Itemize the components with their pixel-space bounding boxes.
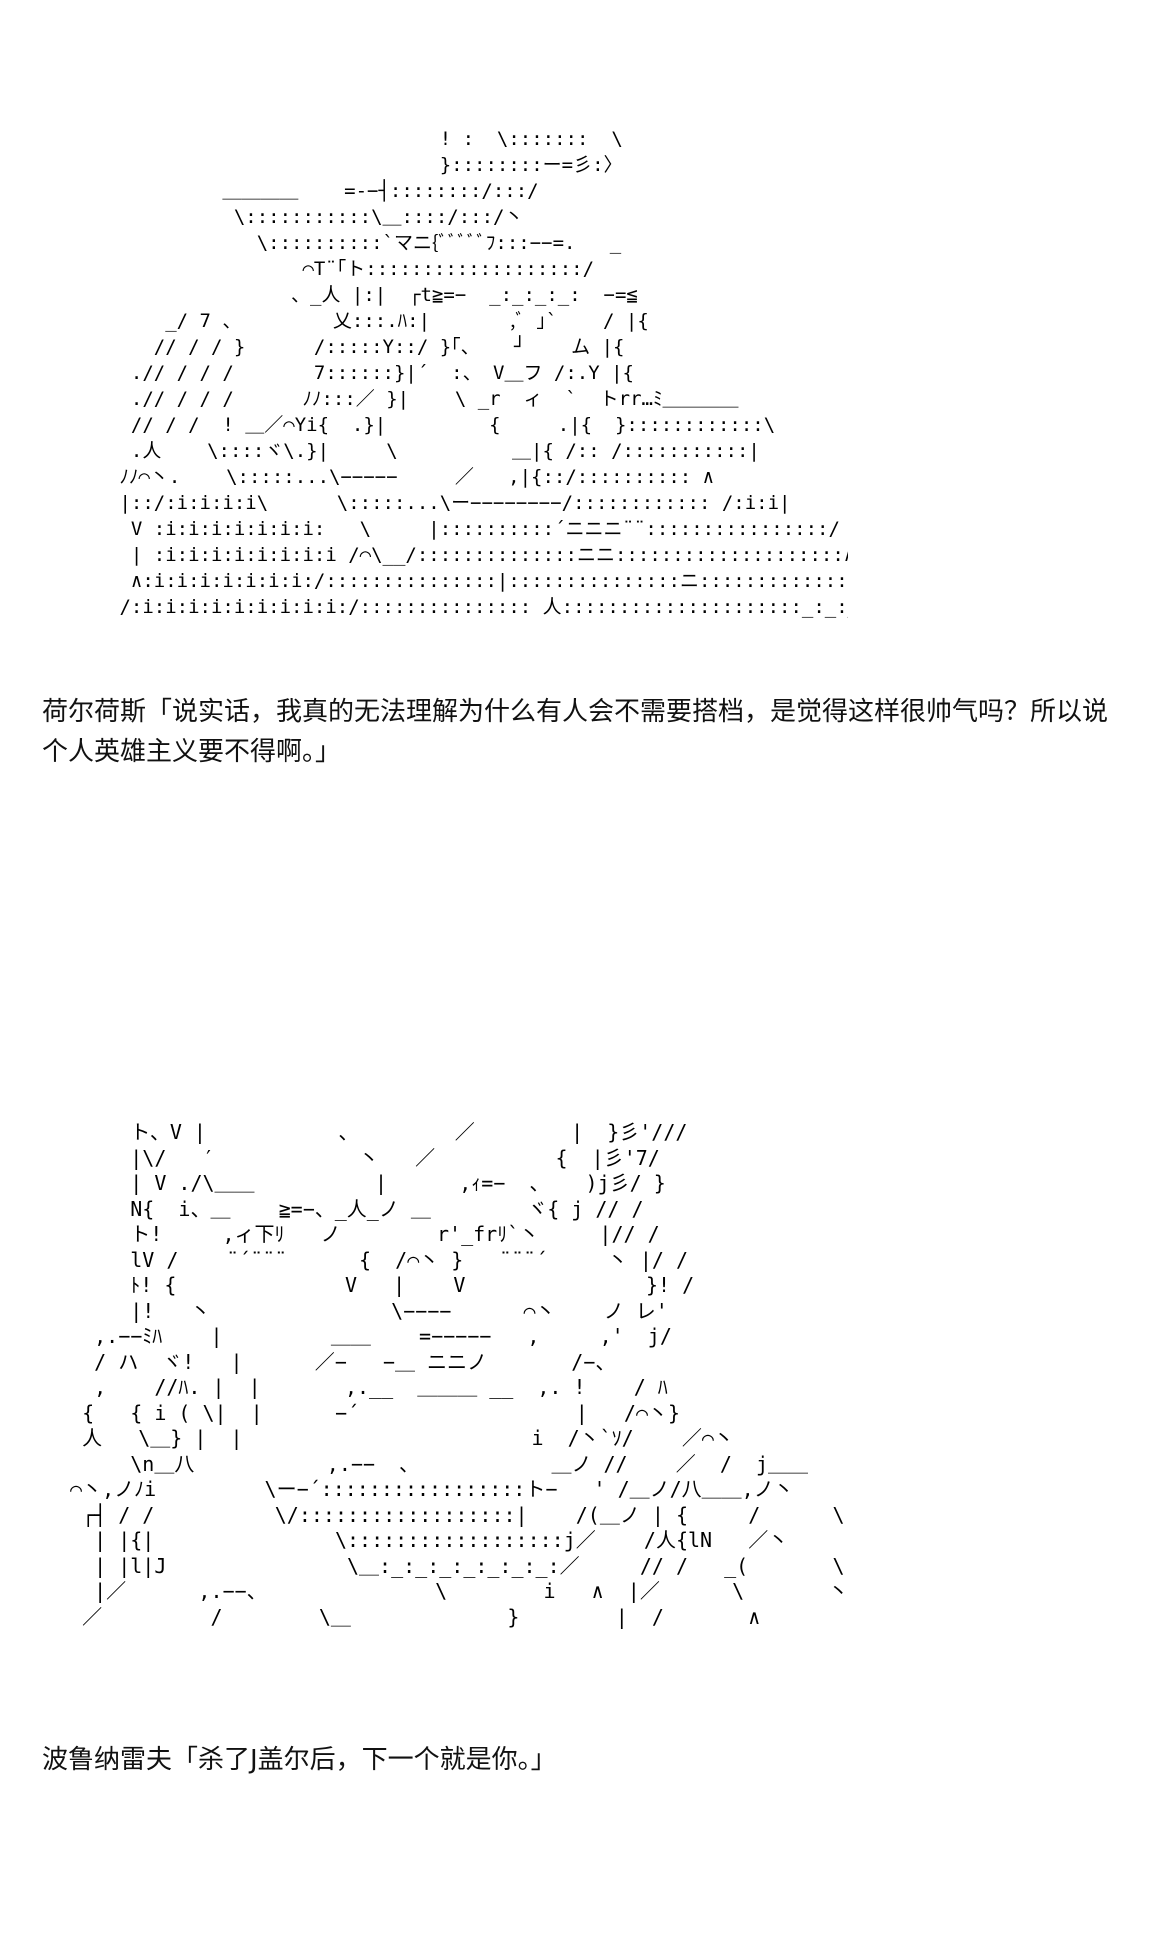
ascii-art-polnareff: ト、V | 、 ／ | }彡'/// |\/ ′ 丶 ／ { |彡'7/ | V… <box>70 1120 848 1629</box>
ascii-art-hol-horse: ! : \::::::: \ }::::::::ー=彡:〉 ＿＿＿＿ =-−┤:… <box>119 128 848 618</box>
dialogue-hol-horse: 荷尔荷斯「说实话，我真的无法理解为什么有人会不需要搭档，是觉得这样很帅气吗？所以… <box>42 697 1109 767</box>
dialogue-polnareff: 波鲁纳雷夫「杀了J盖尔后，下一个就是你。」 <box>42 1745 557 1775</box>
